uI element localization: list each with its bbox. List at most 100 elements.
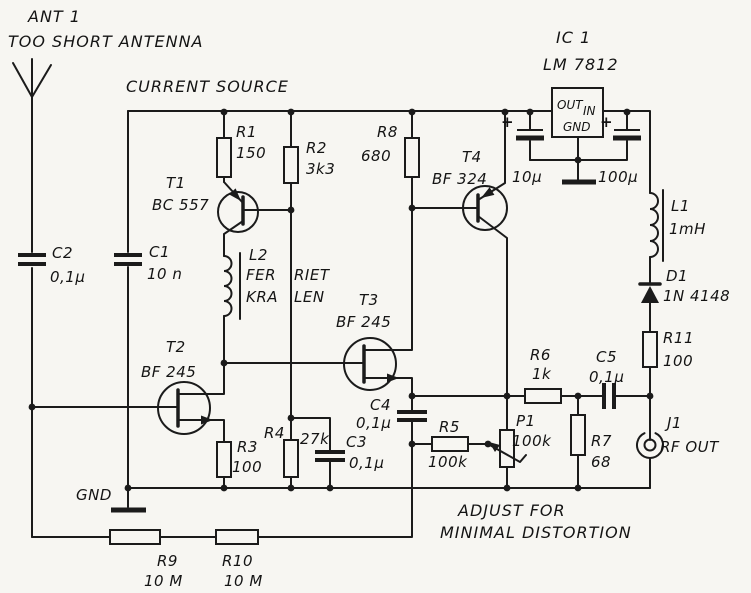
transistor-circle <box>157 381 211 435</box>
transistor-T3: T3 BF 245 <box>336 207 413 397</box>
capacitor-plates <box>315 450 345 462</box>
source-arrow <box>387 373 399 383</box>
label: RF OUT <box>660 438 720 456</box>
value-word2: RIET <box>294 266 331 284</box>
resistor-body <box>109 529 161 545</box>
value-label: 1N 4148 <box>663 287 730 305</box>
value-label: 0,1μ <box>349 454 384 472</box>
junction-dot <box>646 392 654 400</box>
junction-dot <box>574 156 582 164</box>
inductor-L2: L2 FER RIET KRA LEN <box>223 246 331 364</box>
current-source-label: CURRENT SOURCE <box>126 77 289 96</box>
ref-label: C3 <box>346 433 367 451</box>
ref-label: R11 <box>663 329 694 347</box>
ref-label: R3 <box>237 438 258 456</box>
ref-label: C2 <box>52 244 73 262</box>
transistor-circle <box>343 337 397 391</box>
collector-lead <box>223 220 244 257</box>
source-arrow <box>201 415 213 425</box>
capacitor-C1: C1 10 n <box>114 110 182 489</box>
capacitor-C5: C5 0,1μ <box>589 348 651 409</box>
junction-dot <box>326 484 334 492</box>
potentiometer-P1: P1 100k <box>487 395 552 489</box>
resistor-body <box>431 436 469 452</box>
junction-dot <box>484 440 492 448</box>
part-label: LM 7812 <box>543 55 619 74</box>
value-label: 0,1μ <box>356 414 391 432</box>
resistor-body <box>570 414 586 456</box>
ref-label: C5 <box>596 348 617 366</box>
value-label: 680 <box>361 147 391 165</box>
resistor-R1: R1 150 <box>216 110 266 183</box>
resistor-body <box>404 137 420 178</box>
junction-dot <box>287 414 295 422</box>
junction-dot <box>124 484 132 492</box>
pin-out-label: OUT <box>557 98 584 112</box>
resistor-body <box>283 439 299 478</box>
adjust-note-line2: MINIMAL DISTORTION <box>440 523 632 542</box>
diode-D1: D1 1N 4148 <box>638 256 730 333</box>
part-label: BC 557 <box>152 196 209 214</box>
part-label: BF 245 <box>141 363 196 381</box>
diode-triangle <box>641 286 659 303</box>
coil <box>649 192 659 258</box>
wiper-arrow <box>489 442 500 452</box>
junction-dot <box>408 392 416 400</box>
capacitor-plates <box>602 383 616 409</box>
value-label: 150 <box>236 144 266 162</box>
value-label: 1k <box>532 365 552 383</box>
resistor-R5: R5 100k <box>411 418 489 471</box>
resistor-R10: R10 10 M <box>215 529 262 590</box>
value-label: 100k <box>428 453 468 471</box>
junction-dot <box>220 108 228 116</box>
ref-label: R7 <box>591 432 612 450</box>
capacitor-100u: + 100μ <box>529 111 641 186</box>
ref-label: T3 <box>359 291 379 309</box>
ref-label: IC 1 <box>556 28 591 47</box>
resistor-R3: R3 100 <box>216 438 262 489</box>
junction-dot <box>503 392 511 400</box>
resistor-R9: R9 10 M <box>109 529 182 590</box>
value-label: 100 <box>663 352 693 370</box>
resistor-R4: R4 27k <box>264 424 330 489</box>
wire <box>290 417 331 489</box>
ref-label: J1 <box>664 414 682 432</box>
center-pin <box>643 438 657 452</box>
junction-dot <box>28 403 36 411</box>
drain-lead <box>177 362 225 395</box>
capacitor-C3: C3 0,1μ <box>290 417 384 489</box>
capacitor-plates <box>397 410 427 422</box>
value-label: 27k <box>300 430 330 448</box>
antenna-symbol <box>12 58 52 98</box>
ref-label: R1 <box>236 123 257 141</box>
gnd-label: GND <box>76 486 112 504</box>
resistor-body <box>216 441 232 478</box>
pin-in-label: IN <box>583 104 596 118</box>
ref-label: L2 <box>249 246 268 264</box>
value-label: 100 <box>232 458 262 476</box>
junction-dots <box>28 108 654 492</box>
transistor-T4: T4 BF 324 <box>411 111 508 397</box>
value-label: 1mH <box>669 220 706 238</box>
ref-label: R8 <box>377 123 398 141</box>
junction-dot <box>408 108 416 116</box>
part-label: BF 324 <box>432 170 487 188</box>
junction-dot <box>623 108 631 116</box>
value-label: 0,1μ <box>589 368 624 386</box>
ref-label: D1 <box>666 267 688 285</box>
junction-dot <box>526 108 534 116</box>
value-label: 0,1μ <box>50 268 85 286</box>
junction-dot <box>574 484 582 492</box>
value-label: 100k <box>512 432 552 450</box>
ref-label: R5 <box>439 418 460 436</box>
capacitor-plates <box>18 253 46 266</box>
wire-feedback-bottom <box>31 443 413 538</box>
emitter-arrow <box>481 187 495 198</box>
value-label: 10 n <box>147 265 182 283</box>
value-word1: FER <box>246 266 276 284</box>
wire-ground-rail <box>127 457 651 489</box>
capacitor-10u: + 10μ <box>501 111 544 186</box>
junction-dot <box>408 204 416 212</box>
polarity-plus-icon: + <box>501 113 514 131</box>
collector-lead <box>477 215 508 397</box>
